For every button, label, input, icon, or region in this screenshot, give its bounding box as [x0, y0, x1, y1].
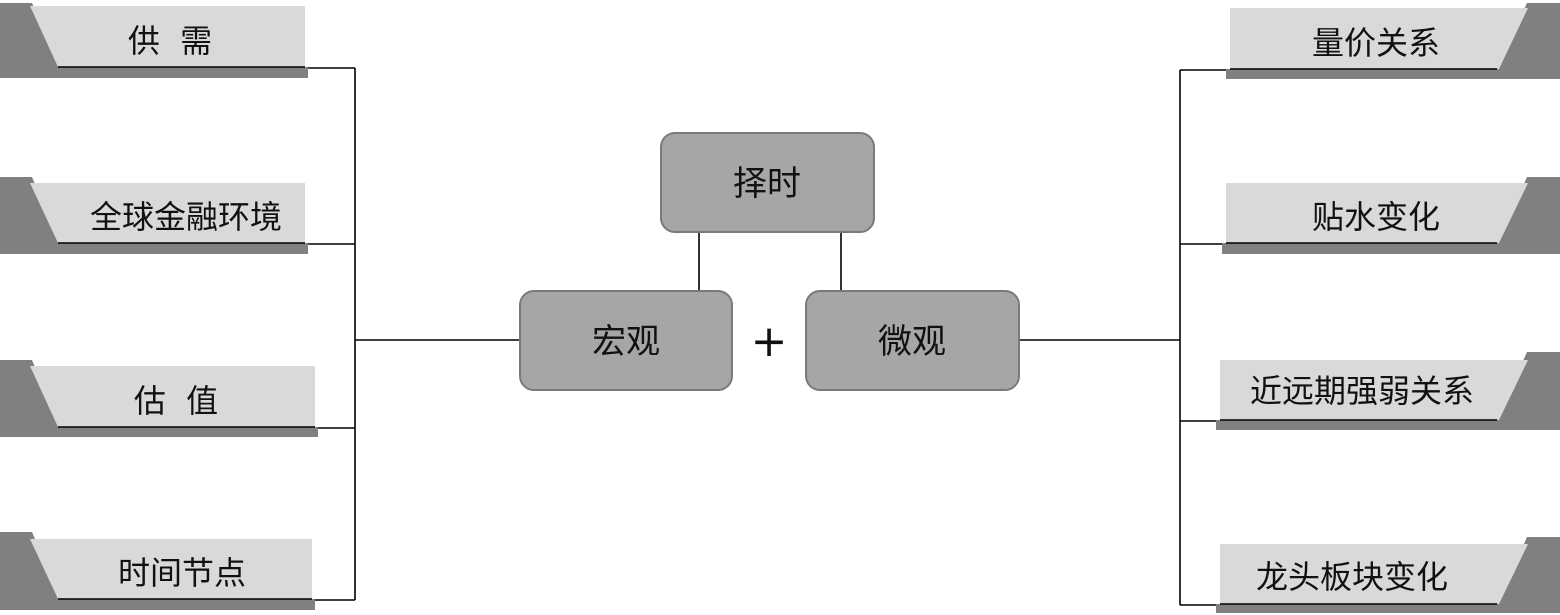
- macro-node-label: 宏观: [592, 322, 660, 362]
- left-label-2-text: 全球金融环境: [90, 198, 282, 236]
- left-label-2: 全球金融环境: [0, 177, 308, 254]
- left-label-2-band: [30, 183, 305, 243]
- plus-operator: +: [751, 316, 788, 367]
- right-label-2: 贴水变化: [1222, 177, 1560, 254]
- left-label-3-text: 估 值: [134, 382, 218, 420]
- right-label-1-band: [1230, 8, 1528, 69]
- micro-node-box: [805, 290, 1020, 391]
- left-label-3: 估 值: [0, 360, 318, 437]
- left-label-4-text: 时间节点: [118, 554, 246, 592]
- timing-node: 择时: [660, 132, 875, 233]
- left-label-3-band: [30, 366, 315, 427]
- right-label-4-text: 龙头板块变化: [1256, 558, 1448, 596]
- macro-node-box: [519, 290, 733, 391]
- left-label-4: 时间节点: [0, 532, 315, 610]
- right-label-3: 近远期强弱关系: [1216, 352, 1560, 430]
- left-label-1-text: 供 需: [128, 22, 212, 60]
- left-label-1-band: [30, 6, 305, 67]
- macro-node: 宏观: [519, 290, 733, 391]
- right-label-2-text: 贴水变化: [1312, 198, 1440, 236]
- connectors: [305, 67, 1228, 606]
- right-label-4: 龙头板块变化: [1216, 537, 1560, 613]
- right-label-2-band: [1226, 183, 1528, 243]
- left-label-4-band: [30, 539, 312, 599]
- right-label-3-band: [1220, 360, 1528, 420]
- right-label-3-text: 近远期强弱关系: [1250, 372, 1474, 410]
- left-label-1-tab: [0, 3, 308, 78]
- timing-node-box: [660, 132, 875, 233]
- right-label-3-tab: [1216, 352, 1560, 430]
- right-label-4-band: [1220, 544, 1528, 604]
- right-label-1: 量价关系: [1226, 3, 1560, 79]
- left-label-1: 供 需: [0, 3, 308, 78]
- micro-node: 微观: [805, 290, 1020, 391]
- right-label-1-text: 量价关系: [1312, 24, 1440, 62]
- micro-node-label: 微观: [878, 322, 946, 362]
- timing-node-label: 择时: [733, 164, 801, 204]
